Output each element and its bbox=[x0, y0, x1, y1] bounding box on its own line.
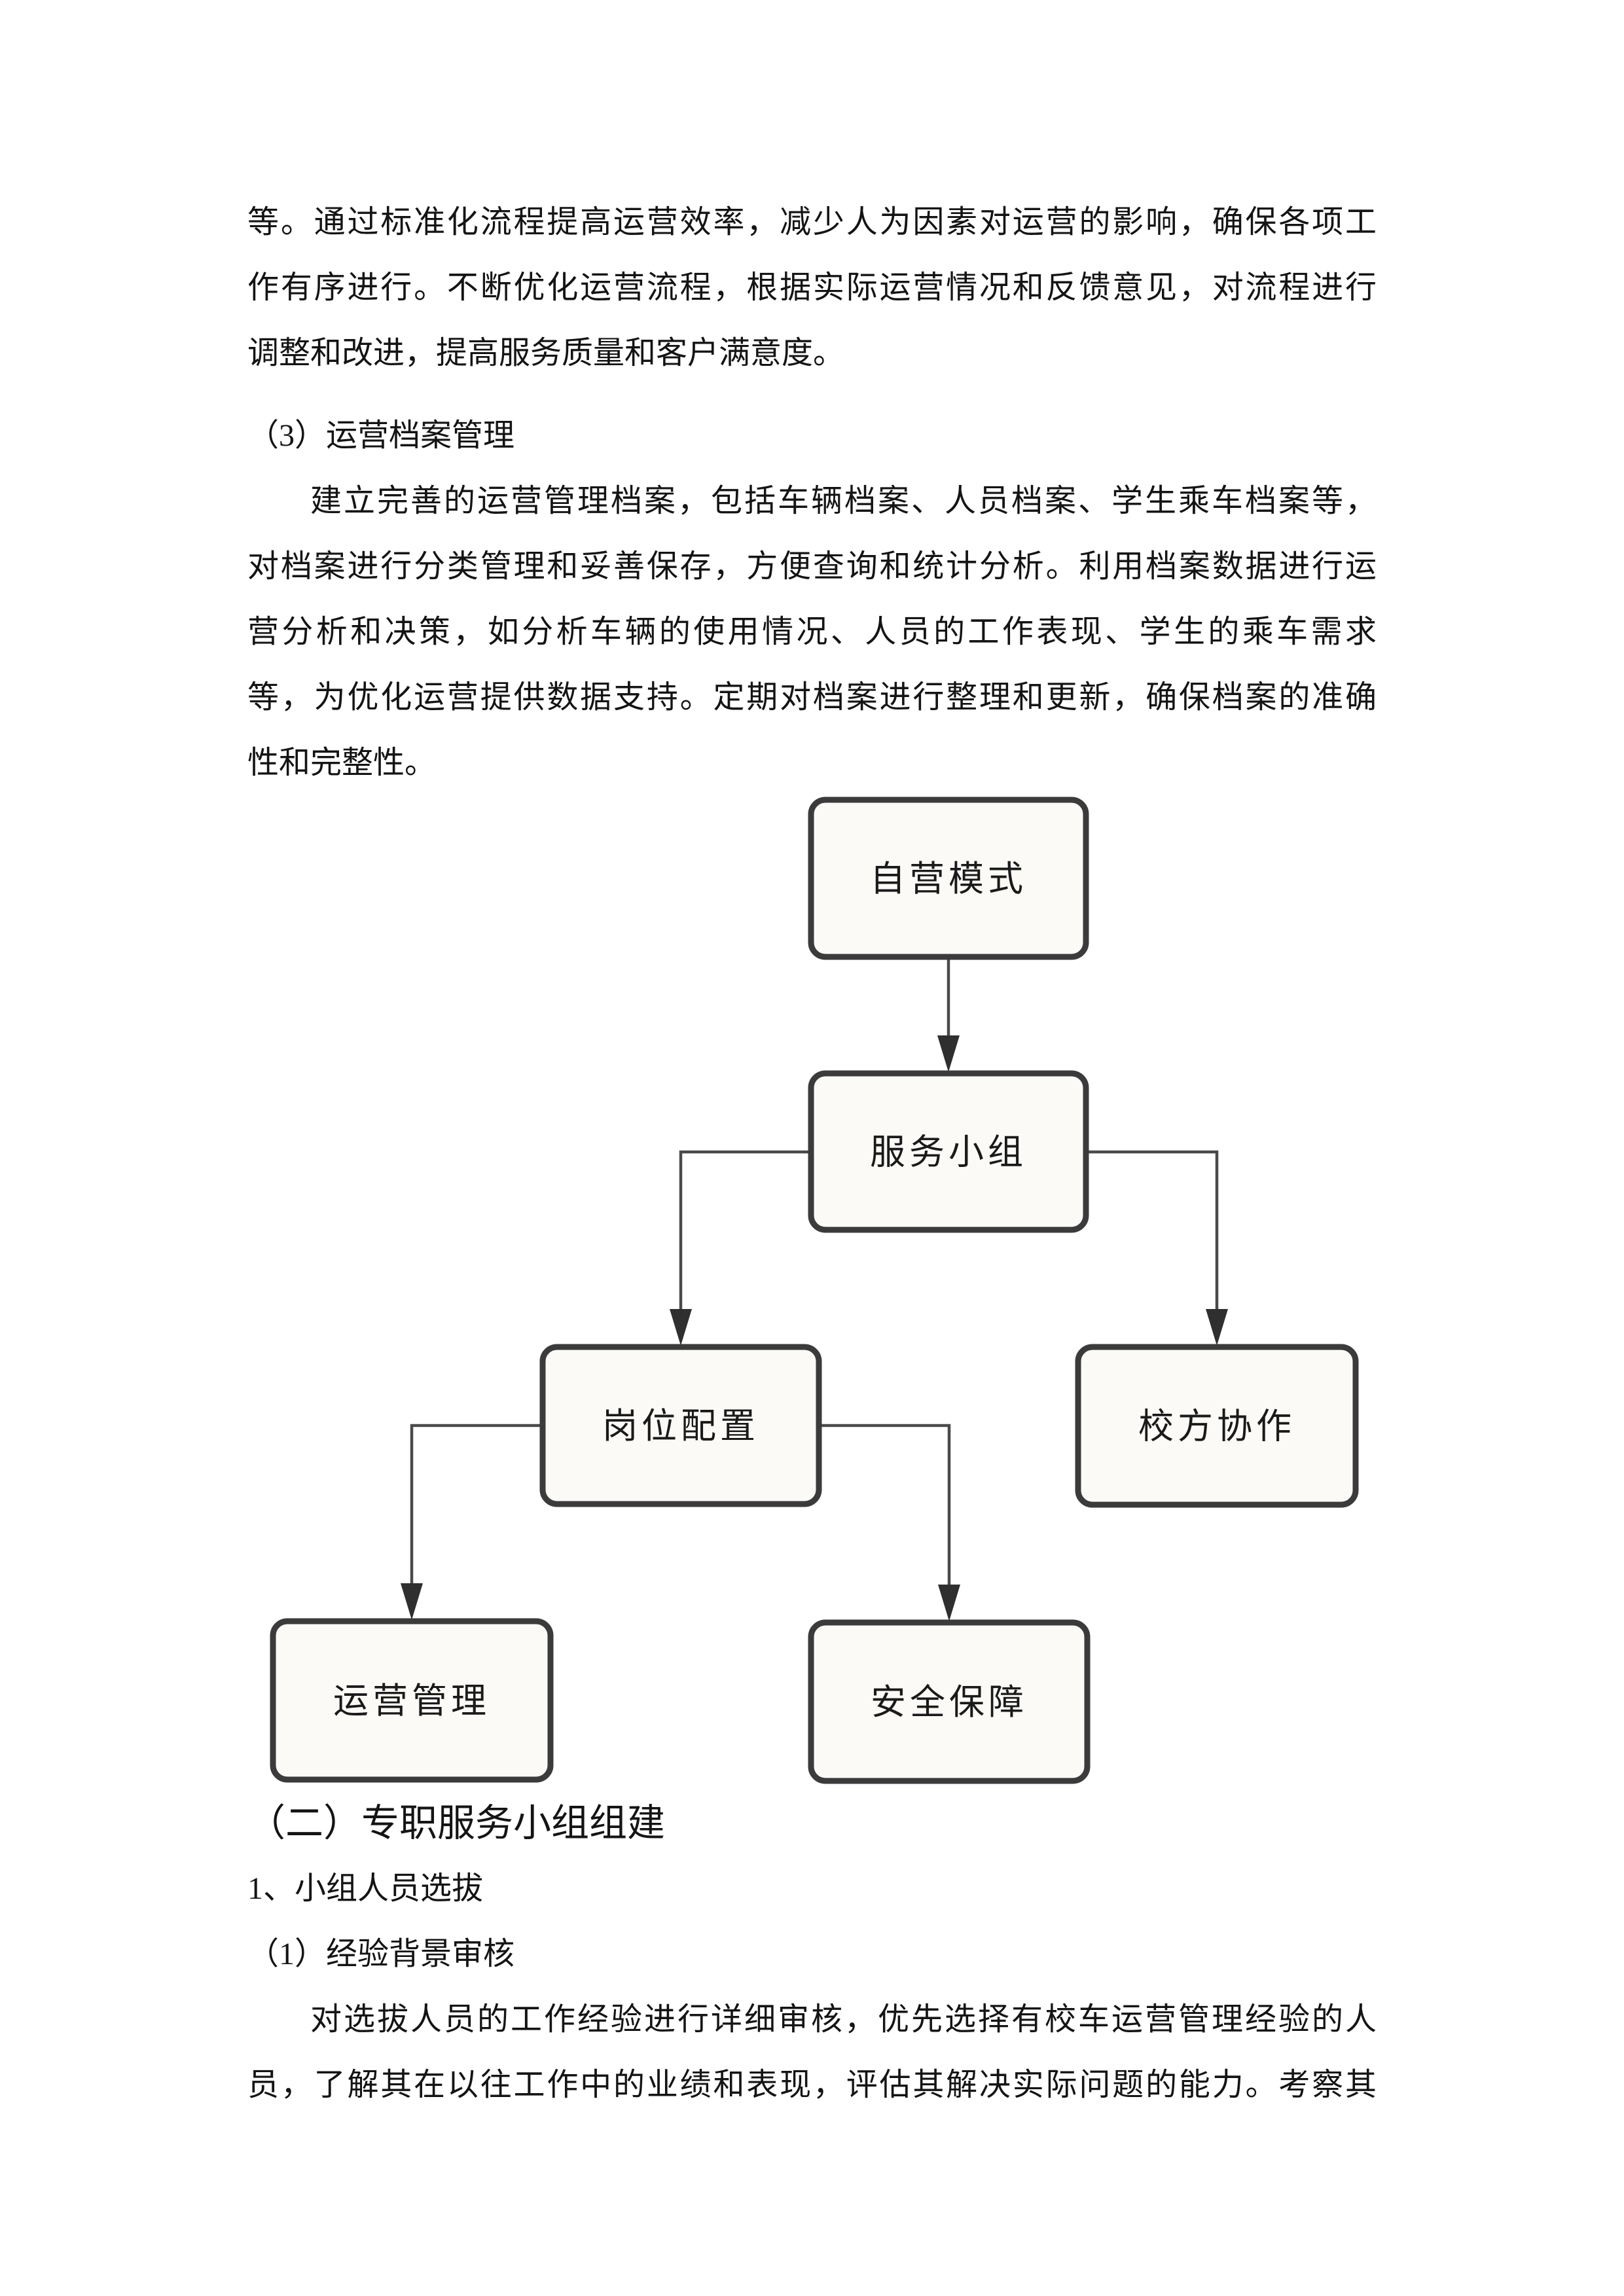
arrowhead-icon bbox=[938, 1585, 960, 1621]
heading-sub-1-personnel-selection: 1、小组人员选拔 bbox=[247, 1871, 484, 1906]
text-line: 建立完善的运营管理档案，包括车辆档案、人员档案、学生乘车档案等， bbox=[310, 484, 1377, 518]
text-line: 对选拔人员的工作经验进行详细审核，优先选择有校车运营管理经验的人 bbox=[310, 2002, 1377, 2037]
heading-section-3-archive-management: （3）运营档案管理 bbox=[247, 418, 515, 453]
flow-node-operation-management bbox=[270, 1618, 554, 1783]
flow-node-school-collaboration bbox=[1075, 1344, 1359, 1508]
paragraph-archive-management: 建立完善的运营管理档案，包括车辆档案、人员档案、学生乘车档案等， 对档案进行分类管… bbox=[247, 469, 1377, 796]
flow-node-label-school-collaboration: 校方协作 bbox=[1138, 1407, 1295, 1446]
text-line: 作有序进行。不断优化运营流程，根据实际运营情况和反馈意见，对流程进行 bbox=[247, 270, 1377, 305]
paragraph-operations-flow: 等。通过标准化流程提高运营效率，减少人为因素对运营的影响，确保各项工作有序进行。… bbox=[247, 190, 1377, 386]
heading-sub-1-1-experience-review: （1）经验背景审核 bbox=[247, 1937, 515, 1971]
text-line: 营分析和决策，如分析车辆的使用情况、人员的工作表现、学生的乘车需求 bbox=[247, 615, 1377, 649]
flow-node-safety-guarantee bbox=[808, 1619, 1091, 1784]
arrowhead-icon bbox=[1206, 1309, 1228, 1346]
text-line: 对档案进行分类管理和妥善保存，方便查询和统计分析。利用档案数据进行运 bbox=[247, 549, 1377, 584]
text-section-bottom: （二）专职服务小组组建 1、小组人员选拔 （1）经验背景审核 对选拔人员的工作经… bbox=[0, 1791, 1624, 2118]
flow-node-post-allocation bbox=[539, 1344, 822, 1507]
text-line: 等，为优化运营提供数据支持。定期对档案进行整理和更新，确保档案的准确 bbox=[247, 680, 1377, 715]
text-line: 员，了解其在以往工作中的业绩和表现，评估其解决实际问题的能力。考察其 bbox=[247, 2068, 1377, 2102]
flow-node-label-operation-management: 运营管理 bbox=[333, 1681, 490, 1721]
arrowhead-icon bbox=[670, 1309, 692, 1346]
paragraph-experience-review: 对选拔人员的工作经验进行详细审核，优先选择有校车运营管理经验的人员，了解其在以往… bbox=[247, 1987, 1377, 2118]
flow-node-service-team bbox=[808, 1070, 1089, 1233]
flow-node-label-post-allocation: 岗位配置 bbox=[602, 1407, 759, 1446]
flow-edge-service-team-to-post-allocation bbox=[679, 1150, 811, 1317]
arrowhead-icon bbox=[401, 1583, 423, 1620]
flow-edge-post-allocation-to-safety-guarantee bbox=[819, 1424, 951, 1592]
text-line: 等。通过标准化流程提高运营效率，减少人为因素对运营的影响，确保各项工 bbox=[247, 205, 1377, 240]
flow-node-label-service-team: 服务小组 bbox=[870, 1133, 1027, 1172]
text-line: 调整和改进，提高服务质量和客户满意度。 bbox=[247, 336, 845, 370]
flow-node-self-operated-mode bbox=[808, 797, 1089, 960]
flow-edge-service-team-to-school-collaboration bbox=[1086, 1150, 1219, 1317]
heading-section-2-service-team-formation: （二）专职服务小组组建 bbox=[247, 1802, 666, 1844]
text-section-top: 等。通过标准化流程提高运营效率，减少人为因素对运营的影响，确保各项工作有序进行。… bbox=[0, 0, 1624, 796]
flow-edge-post-allocation-to-operation-management bbox=[410, 1424, 543, 1591]
arrowhead-icon bbox=[937, 1035, 960, 1072]
text-line: 性和完整性。 bbox=[247, 745, 437, 780]
flow-node-label-self-operated-mode: 自营模式 bbox=[870, 859, 1027, 899]
flow-node-label-safety-guarantee: 安全保障 bbox=[871, 1683, 1028, 1722]
